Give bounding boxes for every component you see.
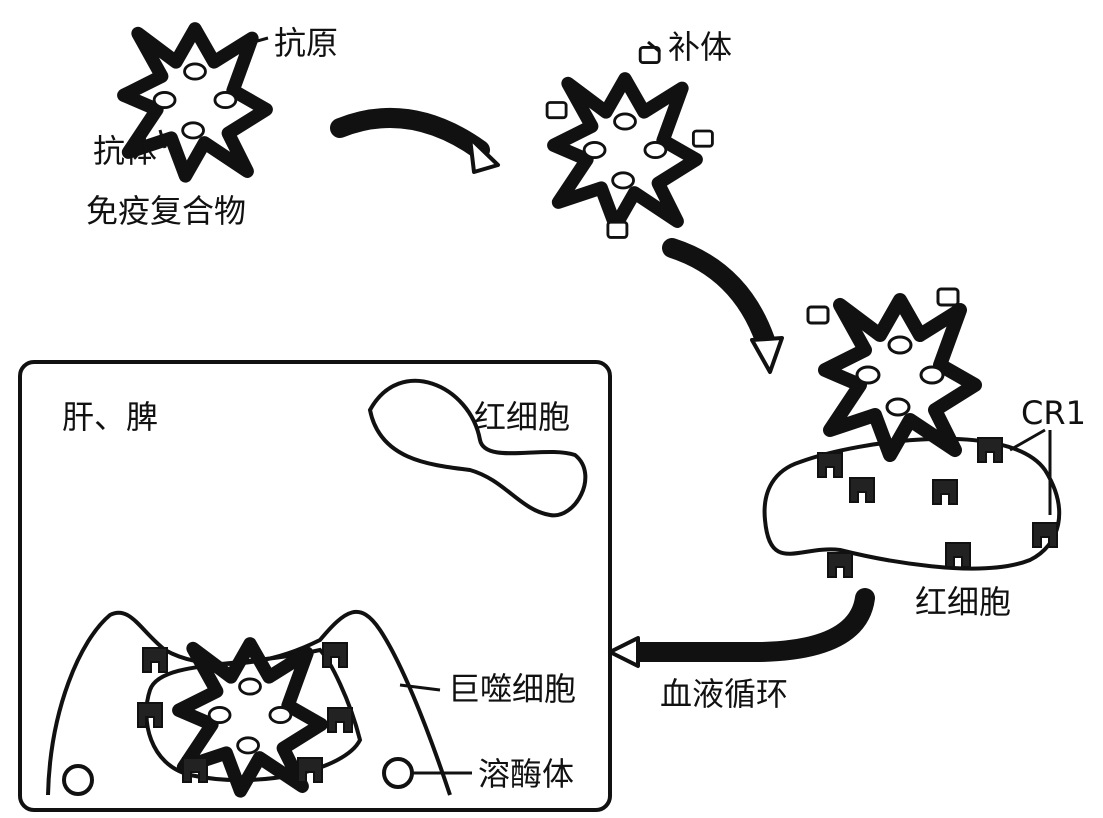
rbc-box-label: 红细胞: [474, 398, 570, 436]
antigen-label: 抗原: [274, 24, 338, 62]
antibody-label: 抗体: [93, 132, 157, 170]
freed-rbc: [367, 378, 588, 518]
lysosome-label: 溶酶体: [478, 755, 574, 793]
liver-spleen-label: 肝、脾: [62, 398, 158, 436]
antigen-leader-line: [231, 36, 269, 50]
rbc-blood-label: 红细胞: [915, 583, 1011, 621]
cr1-label: CR1: [1021, 394, 1086, 432]
antibody-leader-line: [158, 129, 167, 149]
arrow-blood-circulation: [608, 588, 875, 668]
complement-leader-line: [647, 40, 661, 54]
lysosome-right: [382, 757, 414, 789]
lysosome-left: [62, 764, 94, 796]
macrophage-leader-line: [399, 683, 441, 692]
immune-complex-label: 免疫复合物: [86, 192, 246, 230]
rbc-bound-complex-glyph: [806, 287, 975, 455]
cr1-leader-lines: [1009, 428, 1052, 515]
blood-circulation-label: 血液循环: [660, 675, 788, 713]
liver-spleen-box: [18, 360, 612, 812]
complement-bound-complex-glyph: [545, 45, 714, 239]
cr1-receptors: [817, 437, 1058, 578]
rbc-in-blood: [762, 436, 1062, 571]
arrow-complex-to-complement: [330, 108, 500, 174]
macrophage-label: 巨噬细胞: [448, 670, 576, 708]
complement-label: 补体: [668, 28, 732, 66]
arrow-complement-to-rbc: [662, 238, 784, 374]
